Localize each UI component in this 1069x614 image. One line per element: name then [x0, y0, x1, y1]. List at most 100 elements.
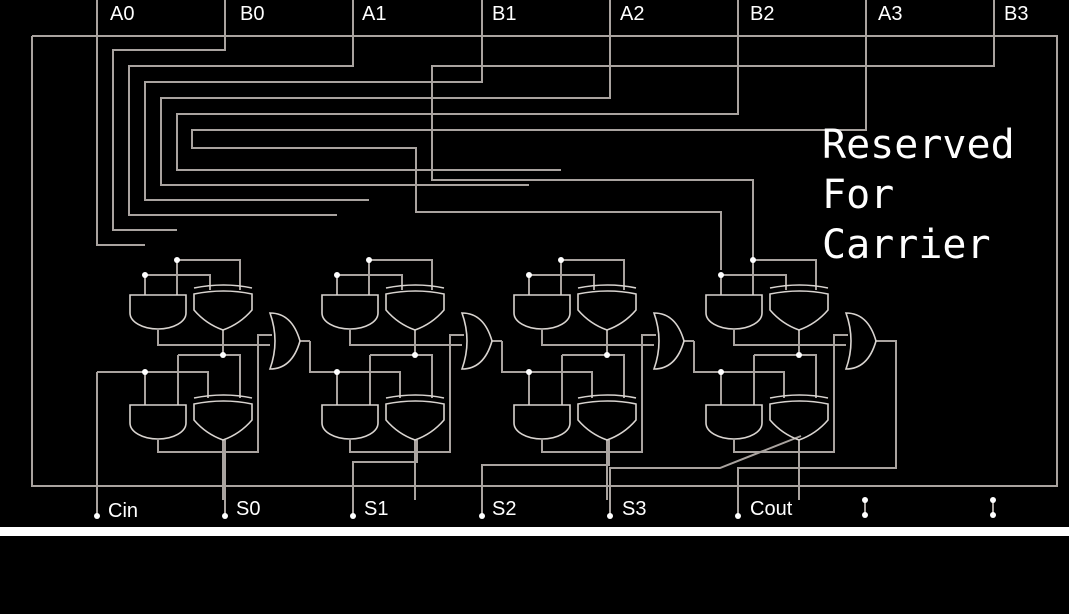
xor-gate: [385, 400, 445, 441]
xor-gate-arc: [385, 394, 445, 399]
note-line-2: For: [822, 172, 894, 218]
and-gate: [129, 294, 187, 330]
junctions: [94, 257, 996, 519]
junction-dot: [334, 369, 340, 375]
xor-gate-arc: [769, 284, 829, 289]
cout-wire: [737, 340, 897, 515]
junction-dot: [990, 497, 996, 503]
junction-dot: [526, 272, 532, 278]
pin-cout-label: Cout: [750, 498, 793, 520]
wire: [529, 371, 593, 398]
or-gate: [460, 312, 493, 370]
junction-dot: [604, 352, 610, 358]
wire: [541, 330, 654, 346]
pin-b1-label: B1: [492, 3, 516, 25]
wire: [541, 334, 656, 453]
and-gate: [129, 404, 187, 440]
s2-wire: [481, 440, 610, 515]
junction-dot: [350, 513, 356, 519]
s3-wire: [609, 435, 802, 515]
junction-dot: [142, 272, 148, 278]
junction-dot: [862, 497, 868, 503]
wire: [733, 330, 846, 346]
junction-dot: [526, 369, 532, 375]
junction-dot: [558, 257, 564, 263]
wire: [754, 354, 817, 398]
bus-wire: [431, 36, 995, 260]
junction-dot: [607, 513, 613, 519]
bus-wire: [191, 36, 867, 270]
xor-gate-arc: [193, 284, 253, 289]
xor-gate-arc: [193, 394, 253, 399]
note-line-1: Reserved: [822, 122, 1015, 168]
junction-dot: [174, 257, 180, 263]
s1-wire: [352, 440, 418, 515]
wire: [562, 354, 625, 398]
xor-gate: [193, 290, 253, 331]
and-gate: [321, 404, 379, 440]
pin-s3-label: S3: [622, 498, 646, 520]
and-gate: [513, 294, 571, 330]
bus-wire: [176, 36, 739, 171]
wire: [157, 330, 270, 346]
junction-dot: [94, 513, 100, 519]
pin-b2-label: B2: [750, 3, 774, 25]
pin-cin-label: Cin: [108, 500, 138, 522]
xor-gate: [769, 400, 829, 441]
note-line-3: Carrier: [822, 222, 991, 268]
pin-s1-label: S1: [364, 498, 388, 520]
junction-dot: [750, 257, 756, 263]
pin-s0-label: S0: [236, 498, 260, 520]
xor-gate-arc: [769, 394, 829, 399]
wire: [733, 334, 848, 453]
carry-wire: [693, 341, 721, 373]
wire: [177, 259, 241, 290]
xor-gate-arc: [577, 284, 637, 289]
and-gate: [705, 404, 763, 440]
junction-dot: [479, 513, 485, 519]
bus-wire: [128, 36, 354, 216]
and-gate: [513, 404, 571, 440]
junction-dot: [735, 513, 741, 519]
pin-b0-label: B0: [240, 3, 264, 25]
junction-dot: [990, 512, 996, 518]
wire: [178, 354, 241, 398]
and-gate: [321, 294, 379, 330]
or-gate: [268, 312, 301, 370]
junction-dot: [334, 272, 340, 278]
pin-s2-label: S2: [492, 498, 516, 520]
wire: [145, 371, 209, 398]
pin-b3-label: B3: [1004, 3, 1028, 25]
xor-gate-arc: [385, 284, 445, 289]
or-gate: [652, 312, 685, 370]
junction-dot: [142, 369, 148, 375]
xor-gate: [577, 400, 637, 441]
xor-gate: [385, 290, 445, 331]
pin-a0-label: A0: [110, 3, 134, 25]
xor-gate: [577, 290, 637, 331]
wire: [337, 371, 401, 398]
bus-wire: [160, 36, 611, 186]
gates: [129, 284, 877, 441]
carry-wire: [501, 341, 529, 373]
carry-wire: [309, 341, 337, 373]
junction-dot: [366, 257, 372, 263]
divider-bar: [0, 527, 1069, 536]
wire: [561, 259, 625, 290]
pin-a1-label: A1: [362, 3, 386, 25]
junction-dot: [718, 272, 724, 278]
xor-gate: [769, 290, 829, 331]
wire: [349, 330, 462, 346]
wire: [349, 334, 464, 453]
wiring: [31, 0, 1058, 515]
junction-dot: [222, 513, 228, 519]
frame-wire: [31, 35, 1058, 487]
junction-dot: [412, 352, 418, 358]
or-gate: [844, 312, 877, 370]
wire: [369, 259, 433, 290]
wire: [157, 334, 272, 453]
wire: [753, 259, 817, 290]
bus-wire: [96, 36, 145, 246]
pin-a3-label: A3: [878, 3, 902, 25]
